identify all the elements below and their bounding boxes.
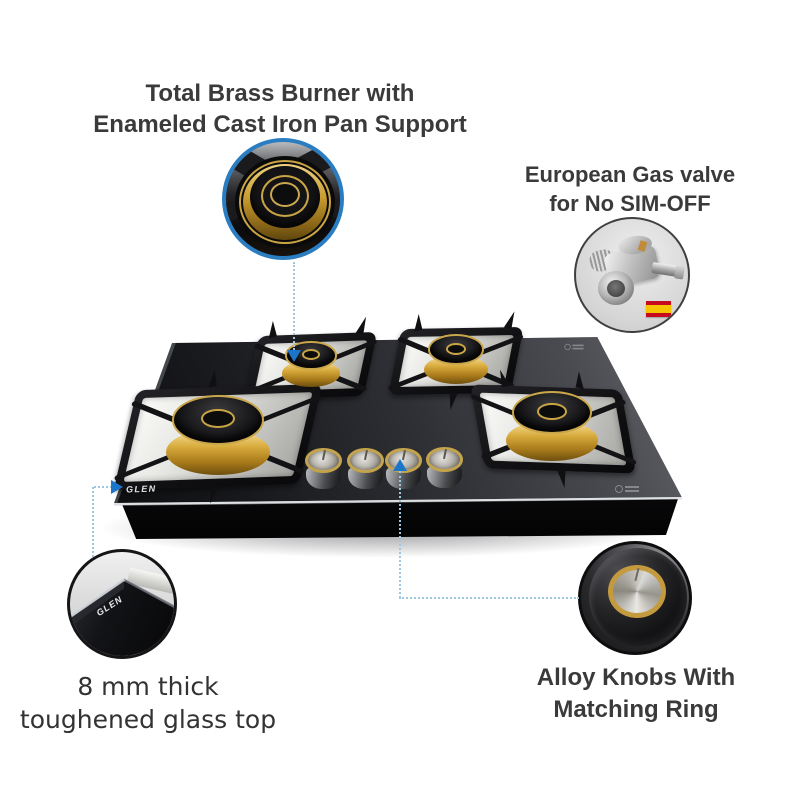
burner-cap-ring (445, 342, 467, 355)
support-prong (414, 313, 423, 332)
support-prong (355, 316, 371, 334)
burner-cap-ring (301, 348, 321, 360)
support-prong (574, 370, 584, 389)
glass-front-edge (114, 497, 682, 506)
knob-top (426, 447, 463, 472)
warranty-badge-icon (615, 485, 639, 493)
burner-gold-line (239, 160, 331, 244)
thumbnail-brass-burner (222, 138, 344, 260)
burner-center-cap (270, 182, 300, 207)
connector-line-glass-v (92, 487, 94, 557)
burner-cap-ring (201, 408, 235, 428)
valve-bore (607, 280, 625, 297)
connector-line-knob-v (399, 471, 401, 598)
support-prong (269, 319, 278, 339)
brass-burner-top-left (282, 341, 340, 387)
burner-cap-ring (537, 402, 567, 420)
burner-gold-ring (261, 175, 309, 217)
glen-logo: GLEN (125, 483, 157, 495)
glass-corner-face (70, 579, 174, 656)
connector-line-burner (293, 262, 295, 350)
callout-alloy-knobs-line2: Matching Ring (553, 696, 719, 723)
control-knob-3 (385, 448, 422, 489)
brass-burner-top-right (424, 334, 488, 384)
connector-line-glass-h (94, 486, 112, 488)
product-photo-hob: GLEN (70, 310, 700, 575)
spain-flag-icon (646, 301, 671, 317)
control-knob-1 (305, 448, 342, 489)
certification-badge-icon (564, 343, 584, 351)
support-prong (504, 310, 519, 329)
arrow-down-icon (287, 350, 301, 362)
control-knob-4 (426, 447, 463, 488)
thumbnail-gas-valve (574, 217, 690, 333)
brass-burner-right-large (506, 391, 598, 461)
callout-brass-burner-line1: Total Brass Burner with (145, 80, 415, 107)
callout-brass-burner-title: Total Brass Burner with Enameled Cast Ir… (40, 78, 520, 140)
arrow-right-icon (111, 480, 123, 494)
thumbnail-glass-corner: GLEN (67, 549, 177, 659)
thumbnail-alloy-knob (578, 541, 692, 655)
callout-gas-valve-line1: European Gas valve (524, 162, 736, 187)
callout-glass-top-line2: toughened glass top (19, 705, 277, 734)
control-knob-2 (347, 448, 384, 489)
callout-alloy-knobs-title: Alloy Knobs With Matching Ring (490, 662, 782, 726)
callout-glass-top-line1: 8 mm thick (77, 672, 219, 701)
arrow-up-icon (393, 459, 407, 471)
callout-alloy-knobs-line1: Alloy Knobs With (536, 664, 736, 691)
connector-line-knob-h (399, 597, 579, 599)
callout-glass-top-title: 8 mm thick toughened glass top (8, 670, 288, 736)
callout-brass-burner-line2: Enameled Cast Iron Pan Support (93, 111, 467, 138)
callout-gas-valve-line2: for No SIM-OFF (549, 191, 711, 216)
valve-pipe-tip (674, 265, 685, 280)
brass-burner-left-large (166, 395, 270, 475)
callout-gas-valve-title: European Gas valve for No SIM-OFF (480, 160, 780, 218)
